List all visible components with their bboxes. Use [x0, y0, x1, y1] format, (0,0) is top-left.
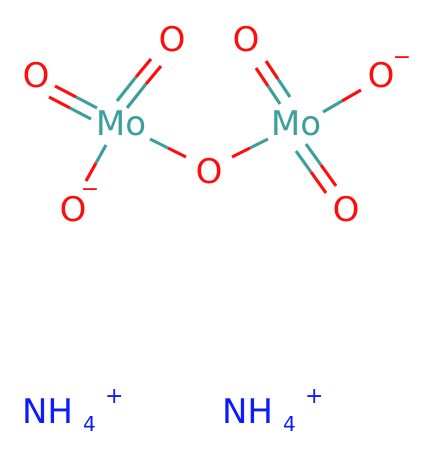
- charge-o-left-anion: −: [81, 177, 99, 202]
- bond-mo-right-o-bottom: [294, 143, 338, 194]
- bond-o-bridge-mo-right: [231, 137, 269, 159]
- ammonium-1-symbol: NH: [22, 392, 73, 432]
- ammonium-1-charge: +: [105, 384, 123, 409]
- charge-o-right-anion: −: [393, 45, 411, 70]
- atom-o-left-anion: O: [60, 190, 87, 230]
- atom-mo-right: Mo: [271, 104, 321, 144]
- ammonium-ion-2: NH 4 +: [222, 384, 323, 436]
- atom-o-top-left: O: [159, 20, 186, 60]
- ammonium-ion-1: NH 4 +: [22, 384, 123, 436]
- atom-o-right-anion: O: [368, 56, 395, 96]
- ammonium-2-subscript: 4: [283, 412, 296, 436]
- atom-o-left: O: [23, 56, 50, 96]
- atom-o-right-bottom: O: [333, 190, 360, 230]
- atom-o-top-mid: O: [233, 20, 260, 60]
- atom-mo-left: Mo: [96, 104, 146, 144]
- atom-o-bridge: O: [196, 152, 223, 192]
- ammonium-2-charge: +: [305, 384, 323, 409]
- bond-mo-left-o-top: [115, 57, 163, 109]
- ammonium-1-subscript: 4: [83, 412, 96, 436]
- bond-mo-right-o-anion: [322, 88, 362, 114]
- bond-mo-right-o-top: [254, 60, 292, 105]
- ammonium-2-symbol: NH: [222, 392, 273, 432]
- bond-mo-left-o-anion: [84, 144, 108, 182]
- bond-mo-left-o-left: [48, 84, 98, 121]
- bond-mo-left-o-bridge: [149, 137, 187, 159]
